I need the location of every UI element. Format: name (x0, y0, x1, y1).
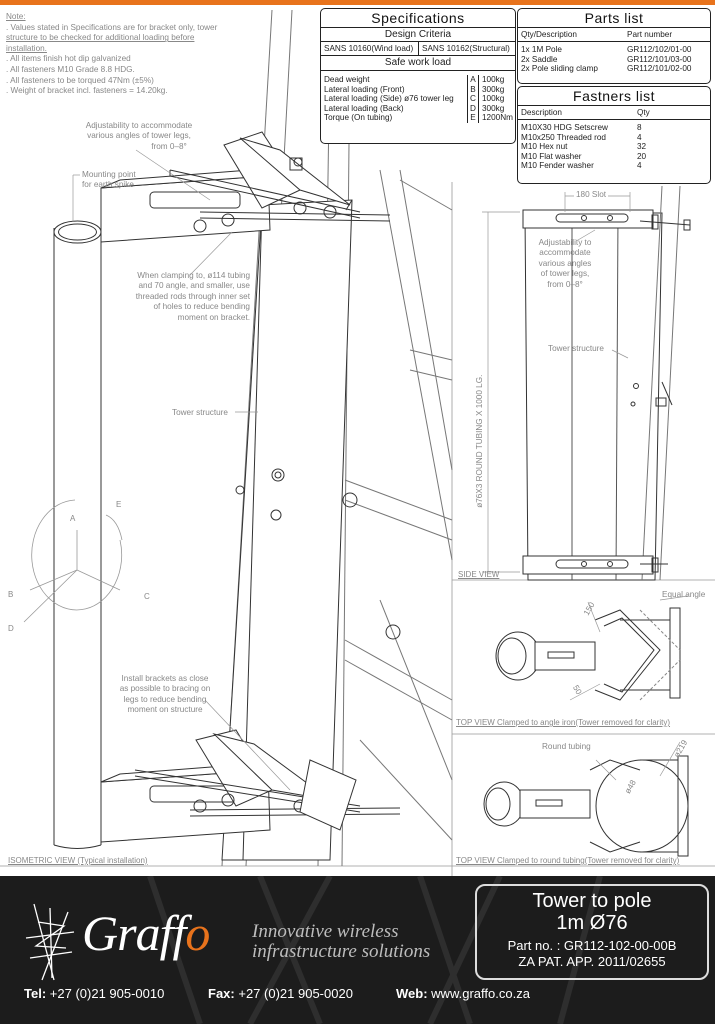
load-desc: Lateral loading (Side) ø76 tower leg (324, 94, 454, 104)
standard-structural: SANS 10162(Structural) (422, 44, 510, 53)
specifications-title: Specifications (321, 9, 515, 28)
load-desc: Dead weight (324, 75, 370, 84)
annotation-adjustability-iso: Adjustability to accommodate various ang… (85, 121, 193, 151)
load-code: A (470, 75, 476, 84)
brand-tagline: Innovative wireless infrastructure solut… (252, 921, 431, 962)
view-label-top-angle: TOP VIEW Clamped to angle iron(Tower rem… (456, 718, 671, 727)
parts-header: Qty/Description Part number (518, 28, 710, 42)
table-row: 2x Pole sliding clamp GR112/101/02-00 (521, 64, 692, 74)
annotation-equal-angle: Equal angle (662, 590, 706, 599)
load-desc: Lateral loading (Front) (324, 84, 405, 94)
note-line: . Weight of bracket incl. fasteners = 14… (6, 86, 168, 96)
contact-tel: Tel: +27 (0)21 905-0010 (24, 986, 165, 1001)
annotation-round-tubing: Round tubing (542, 742, 591, 751)
standard-wind: SANS 10160(Wind load) (321, 42, 419, 55)
note-line: . All fasteners to be torqued 47Nm (±5%) (6, 75, 154, 85)
load-value: 1200Nm (482, 113, 513, 123)
title-block-size: 1m Ø76 (556, 912, 628, 934)
table-row: 2x Saddle GR112/101/03-00 (521, 54, 692, 64)
note-line: structure to be checked for additional l… (6, 33, 195, 43)
technical-drawing (0, 9, 715, 876)
table-row: M10X30 HDG Setscrew 8 (521, 123, 642, 132)
load-rows: Dead weight Lateral loading (Front) Late… (321, 71, 515, 123)
design-criteria-label: Design Criteria (321, 28, 515, 42)
notes: Note: . Values stated in Specifications … (6, 12, 271, 97)
annotation-tower-structure-side: Tower structure (548, 344, 604, 353)
footer-background-pattern (147, 876, 603, 1024)
contact-web[interactable]: Web: www.graffo.co.za (396, 986, 530, 1001)
view-label-top-round: TOP VIEW Clamped to round tubing(Tower r… (456, 856, 680, 865)
annotation-mounting-point: Mounting point for earth spike (82, 170, 136, 190)
brand-logo-text: Graffo (82, 905, 210, 961)
load-desc: Lateral loading (Back) (324, 103, 404, 113)
safe-work-load-label: Safe work load (321, 56, 515, 71)
annotation-adjustability-side: Adjustability to accommodate various ang… (538, 238, 592, 289)
fasteners-list-table: Fastners list Description Qty M10X30 HDG… (517, 86, 711, 184)
annotation-tower-structure-iso: Tower structure (172, 408, 228, 417)
load-code: B (470, 84, 476, 94)
load-code: E (470, 113, 476, 123)
angle-letter-c: C (144, 592, 150, 601)
parts-header-number: Part number (627, 30, 673, 39)
angle-letter-e: E (116, 500, 122, 509)
top-accent-bar (0, 0, 715, 5)
load-code: C (470, 94, 476, 104)
note-line: . Values stated in Specifications are fo… (6, 22, 218, 32)
load-value: 100kg (482, 75, 505, 84)
annotation-install-brackets: Install brackets as close as possible to… (119, 674, 211, 715)
standards-row: SANS 10160(Wind load) SANS 10162(Structu… (321, 42, 515, 56)
graffo-logo-icon (25, 903, 75, 981)
notes-title: Note: (6, 12, 26, 21)
table-row: M10x250 Threaded rod 4 (521, 132, 642, 142)
table-row: M10 Fender washer 4 (521, 161, 642, 171)
angle-letter-b: B (8, 590, 14, 599)
fasteners-list-title: Fastners list (518, 87, 710, 106)
parts-list-title: Parts list (518, 9, 710, 28)
fasteners-header-desc: Description (521, 108, 562, 117)
annotation-slot: 180 Slot (574, 190, 609, 201)
annotation-clamping: When clamping to, ø114 tubing and 70 ang… (135, 271, 250, 322)
title-block-part-number: Part no. : GR112-102-00-00B (507, 938, 677, 953)
view-label-isometric: ISOMETRIC VIEW (Typical installation) (8, 856, 148, 865)
parts-list-table: Parts list Qty/Description Part number 1… (517, 8, 711, 84)
specifications-table: Specifications Design Criteria SANS 1016… (320, 8, 516, 144)
parts-header-desc: Qty/Description (521, 30, 577, 39)
table-row: M10 Hex nut 32 (521, 142, 647, 152)
note-line: installation. (6, 43, 47, 53)
load-value: 300kg (482, 84, 505, 94)
load-desc: Torque (On tubing) (324, 113, 393, 123)
note-line: . All fasteners M10 Grade 8.8 HDG. (6, 64, 135, 74)
load-code: D (470, 103, 476, 113)
title-block-patent: ZA PAT. APP. 2011/02655 (518, 954, 666, 969)
note-line: . All items finish hot dip galvanized (6, 54, 131, 64)
table-row: M10 Flat washer 20 (521, 151, 647, 161)
load-value: 100kg (482, 94, 505, 104)
fasteners-header: Description Qty (518, 106, 710, 120)
contact-fax: Fax: +27 (0)21 905-0020 (208, 986, 353, 1001)
angle-letter-d: D (8, 624, 14, 633)
footer (0, 876, 715, 1024)
angle-letter-a: A (70, 514, 76, 523)
view-label-side: SIDE VIEW (458, 570, 500, 579)
fasteners-header-qty: Qty (637, 108, 650, 117)
annotation-round-tubing-dimension: ø76X3 ROUND TUBING X 1000 LG. (474, 374, 484, 508)
title-block: Tower to pole 1m Ø76 Part no. : GR112-10… (475, 884, 709, 980)
table-row: 1x 1M Pole GR112/102/01-00 (521, 45, 692, 54)
title-block-name: Tower to pole (532, 890, 652, 912)
load-value: 300kg (482, 103, 505, 113)
